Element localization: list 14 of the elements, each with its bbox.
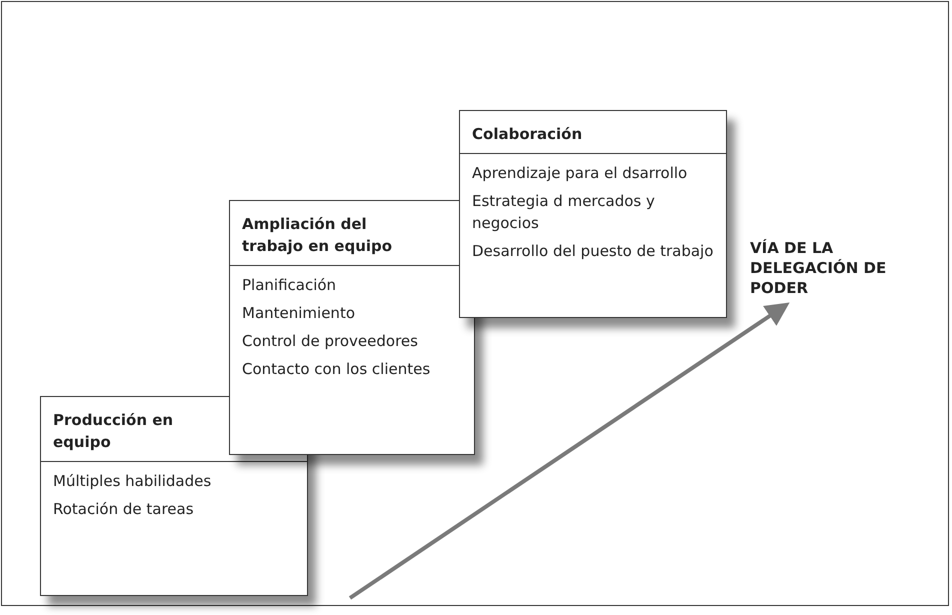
activity-text: Múltiples habilidades — [53, 471, 212, 492]
arrow-caption: VÍA DE LA DELEGACIÓN DE PODER — [750, 238, 888, 298]
activity-text: Desarrollo del puesto de trabajo — [472, 241, 714, 262]
activity-text: Planificación — [242, 275, 338, 296]
activity-text: Control de proveedores — [242, 331, 419, 352]
stage-card — [229, 200, 475, 455]
activity-text: Mantenimiento — [242, 303, 356, 324]
activity-text: Rotación de tareas — [53, 499, 195, 520]
stage-card — [40, 396, 308, 596]
stage-heading: Colaboración — [460, 111, 726, 154]
stage-card — [459, 110, 727, 318]
activity-text: Contacto con los clientes — [242, 359, 432, 380]
activity-text: Aprendizaje para el dsarrollo — [472, 163, 688, 184]
activity-text: Estrategia d mercados y negocios — [472, 191, 656, 234]
